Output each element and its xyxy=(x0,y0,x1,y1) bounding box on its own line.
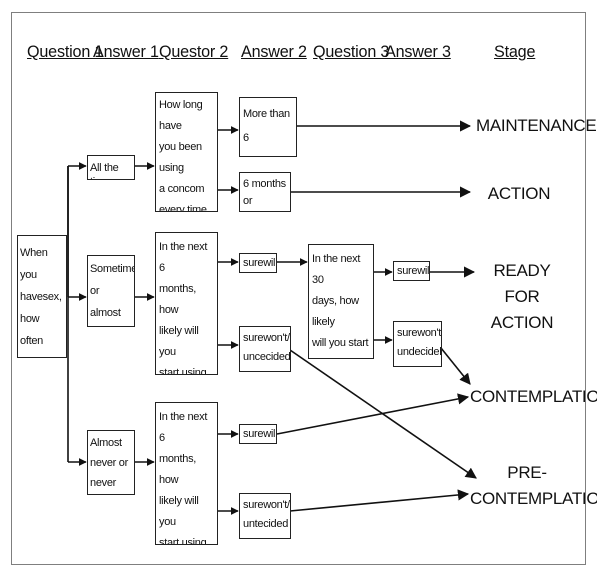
header-answer-2: Answer 2 xyxy=(241,42,307,61)
stage-ready-for-action: READY FOR ACTION xyxy=(490,261,554,332)
answer-2-sure-will-box-bottom: surewil xyxy=(239,424,277,444)
header-answer-1: Answer 1 xyxy=(93,42,159,61)
answer-1-sometimes-box: Sometimes or almost every time xyxy=(87,255,135,327)
header-question-3: Question 3 xyxy=(313,42,390,61)
answer-2-more-than-6-months-box: More than 6 months xyxy=(239,97,297,157)
question-2-likelihood-box-middle: In the next 6 months, how likely will yo… xyxy=(155,232,218,375)
answer-2-sure-wont-box-bottom: surewon't/ untecided xyxy=(239,493,291,539)
answer-2-6-months-or-less-box: 6 months or less xyxy=(239,172,291,212)
stage-maintenance: MAINTENANCE xyxy=(476,116,597,135)
question-2-duration-box: How long have you been using a concom ev… xyxy=(155,92,218,212)
answer-2-sure-wont-box-middle: surewon't/ uncecided xyxy=(239,326,291,372)
question-2-likelihood-box-bottom: In the next 6 months, how likely will yo… xyxy=(155,402,218,545)
answer-1-all-the-time-box: All the time xyxy=(87,155,135,180)
header-question-1: Question 1 xyxy=(27,42,104,61)
header-stage: Stage xyxy=(494,42,536,61)
question-1-box: When you havesex, how often do you use a… xyxy=(17,235,67,358)
answer-3-sure-wont-box: surewon't/ undecidel xyxy=(393,321,442,367)
answer-3-sure-will-box: surewil xyxy=(393,261,430,281)
stage-action: ACTION xyxy=(487,184,551,203)
header-answer-3: Answer 3 xyxy=(385,42,451,61)
question-3-box: In the next 30 days, how likely will you… xyxy=(308,244,374,359)
answer-1-almost-never-box: Almost never or never xyxy=(87,430,135,495)
answer-2-sure-will-box-middle: surewil xyxy=(239,253,277,273)
stage-pre-contemplation: PRE- CONTEMPLATION xyxy=(470,463,597,508)
stage-contemplation: CONTEMPLATION xyxy=(470,387,597,406)
diagram-border xyxy=(11,12,586,565)
header-question-2: Questor 2 xyxy=(159,42,229,61)
